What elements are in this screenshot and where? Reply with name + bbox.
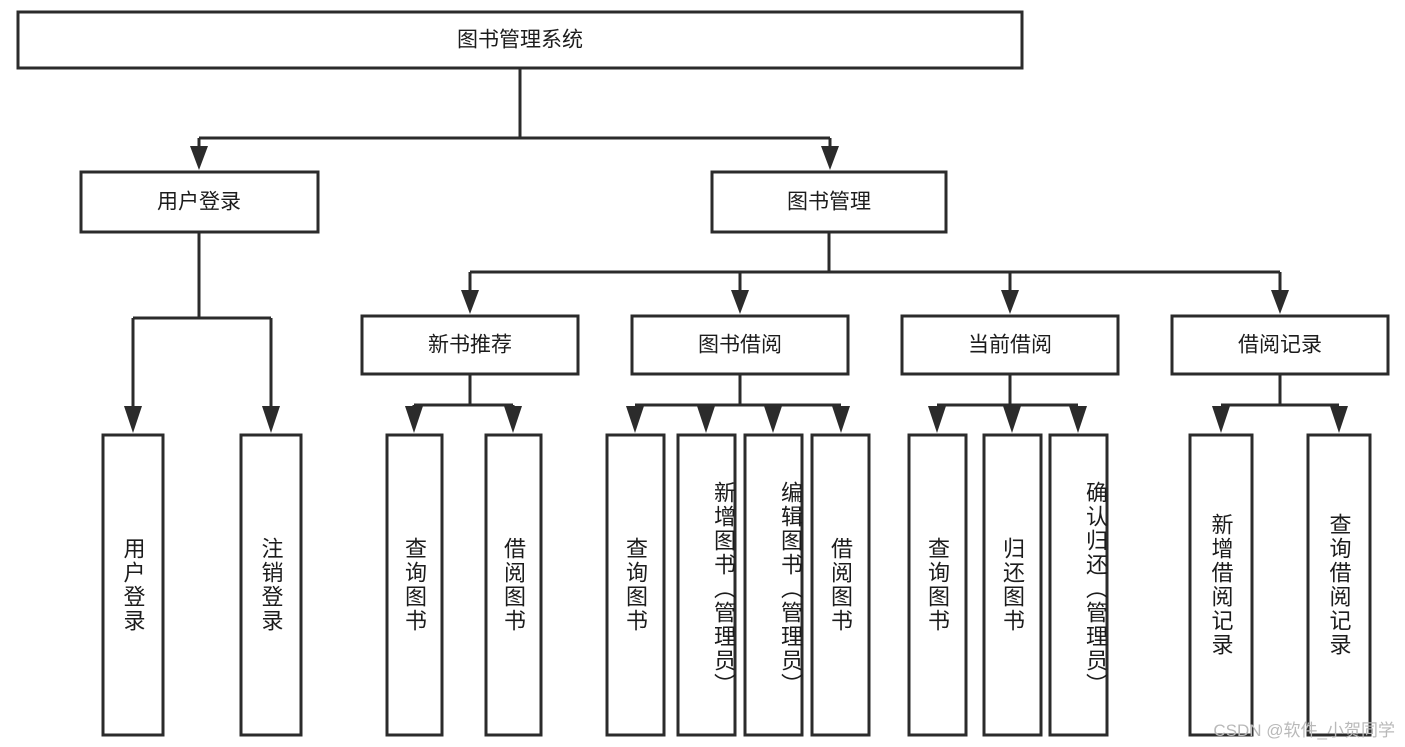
leaf-box-user-login[interactable] <box>101 433 165 737</box>
node-current-borrow[interactable]: 当前借阅 <box>900 314 1120 376</box>
arrow-current-leaf-3 <box>1069 406 1087 433</box>
arrow-borrow-leaf-1 <box>626 406 644 433</box>
leaf-box-return-book[interactable] <box>982 433 1043 737</box>
arrow-root-to-login <box>190 146 208 170</box>
arrow-records-leaf-1 <box>1212 406 1230 433</box>
node-new-book-recommend[interactable]: 新书推荐 <box>360 314 580 376</box>
node-book-borrow-box[interactable] <box>630 314 850 376</box>
node-borrow-records[interactable]: 借阅记录 <box>1170 314 1390 376</box>
leaf-box-query-book-rec[interactable] <box>385 433 444 737</box>
csdn-watermark: CSDN @软件_小贺同学 <box>1213 721 1395 740</box>
connector-group-book-mgmt <box>461 232 1289 314</box>
node-current-borrow-label: 当前借阅 <box>968 334 1052 357</box>
node-user-login-box[interactable] <box>79 170 320 234</box>
connector-group-new-book-rec <box>405 374 522 433</box>
arrow-current-leaf-1 <box>928 406 946 433</box>
leaf-box-add-book-admin[interactable] <box>676 433 737 737</box>
node-user-login[interactable]: 用户登录 <box>79 170 320 234</box>
arrow-newbook-leaf-2 <box>504 406 522 433</box>
arrow-borrow-leaf-2 <box>697 406 715 433</box>
node-book-borrow-label: 图书借阅 <box>698 334 782 357</box>
node-new-book-recommend-label: 新书推荐 <box>428 334 512 357</box>
arrow-records-leaf-2 <box>1330 406 1348 433</box>
node-book-borrow[interactable]: 图书借阅 <box>630 314 850 376</box>
connector-group-book-borrow <box>626 374 850 433</box>
node-book-management-label: 图书管理 <box>787 191 871 214</box>
arrow-bookmgmt-borrow <box>731 290 749 314</box>
arrow-root-to-bookmgmt <box>821 146 839 170</box>
leaf-box-edit-book-admin[interactable] <box>743 433 804 737</box>
leaf-box-borrow-book[interactable] <box>810 433 871 737</box>
connector-group-borrow-records <box>1212 374 1348 433</box>
node-borrow-records-box[interactable] <box>1170 314 1390 376</box>
leaf-box-query-book-current[interactable] <box>907 433 968 737</box>
leaf-boxes <box>101 433 1372 737</box>
arrow-current-leaf-2 <box>1003 406 1021 433</box>
node-root[interactable]: 图书管理系统 <box>16 10 1024 70</box>
node-root-label: 图书管理系统 <box>457 29 583 52</box>
leaf-box-logout-login[interactable] <box>239 433 303 737</box>
node-current-borrow-box[interactable] <box>900 314 1120 376</box>
arrow-bookmgmt-records <box>1271 290 1289 314</box>
connector-group-user-login <box>124 232 280 433</box>
node-user-login-label: 用户登录 <box>157 191 241 214</box>
connector-group-root <box>190 68 839 170</box>
leaf-box-query-borrow-record[interactable] <box>1306 433 1372 737</box>
arrow-borrow-leaf-4 <box>832 406 850 433</box>
leaf-box-add-borrow-record[interactable] <box>1188 433 1254 737</box>
node-book-management-box[interactable] <box>710 170 948 234</box>
leaf-box-borrow-book-rec[interactable] <box>484 433 543 737</box>
node-root-box[interactable] <box>16 10 1024 70</box>
arrow-bookmgmt-current <box>1001 290 1019 314</box>
arrow-login-leaf-1 <box>124 406 142 433</box>
arrow-bookmgmt-new-book <box>461 290 479 314</box>
node-book-management[interactable]: 图书管理 <box>710 170 948 234</box>
leaf-box-query-book-borrow[interactable] <box>605 433 666 737</box>
node-new-book-recommend-box[interactable] <box>360 314 580 376</box>
arrow-borrow-leaf-3 <box>764 406 782 433</box>
arrow-newbook-leaf-1 <box>405 406 423 433</box>
leaf-box-confirm-return-admin[interactable] <box>1048 433 1109 737</box>
node-borrow-records-label: 借阅记录 <box>1238 334 1322 357</box>
connector-group-current-borrow <box>928 374 1087 433</box>
arrow-login-leaf-2 <box>262 406 280 433</box>
